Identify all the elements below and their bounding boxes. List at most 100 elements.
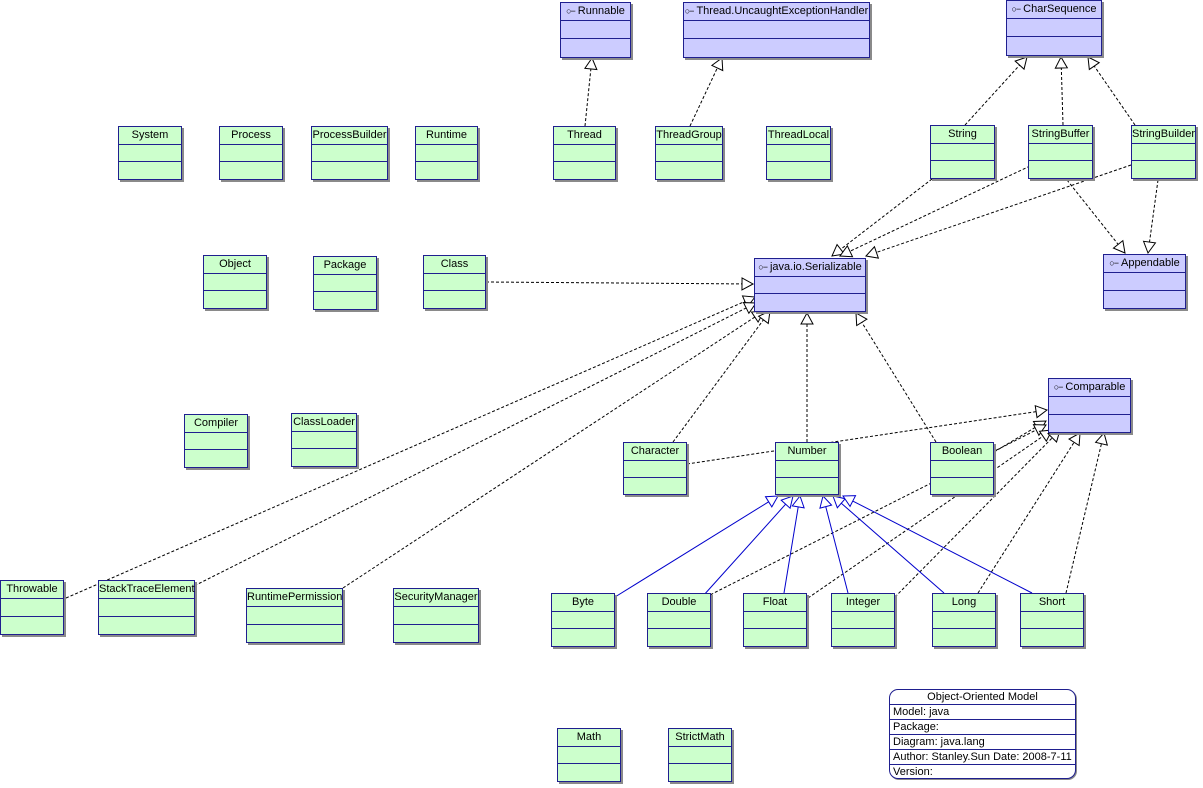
node-name: SecurityManager (394, 589, 478, 607)
attributes-compartment (99, 599, 194, 617)
class-box-threadlocal: ThreadLocal (766, 126, 831, 180)
node-name: ProcessBuilder (312, 127, 387, 145)
edge-line (852, 500, 1033, 594)
edge-generalization-float-to-number (783, 494, 805, 594)
node-name: Compiler (185, 415, 247, 433)
edge-arrowhead (764, 495, 779, 508)
attributes-compartment (1104, 273, 1185, 291)
edge-realization-stringbuffer-to-appendable (1066, 179, 1126, 254)
edge-line (584, 68, 592, 127)
class-box-string: String (930, 125, 995, 179)
class-box-runtime: Runtime (415, 126, 478, 180)
attributes-compartment (624, 461, 686, 478)
edge-realization-stringbuffer-to-serializable (839, 165, 1031, 258)
attributes-compartment (558, 747, 620, 764)
class-box-stacktrace: StackTraceElement (98, 580, 195, 635)
edge-arrowhead (1112, 239, 1126, 254)
edge-arrowhead (741, 277, 755, 291)
class-box-number: Number (775, 442, 839, 495)
attributes-compartment (1132, 144, 1195, 161)
edge-line (849, 165, 1031, 252)
edge-arrowhead (1014, 56, 1028, 71)
node-label: Byte (571, 596, 594, 608)
edge-realization-stringbuffer-to-charseq (1054, 55, 1069, 126)
edge-realization-stringbuilder-to-appendable (1142, 179, 1159, 255)
node-name: ○−Appendable (1104, 255, 1185, 273)
lollipop-icon: ○− (758, 262, 768, 272)
edge-arrowhead (1032, 424, 1047, 437)
edge-generalization-double-to-number (702, 495, 794, 597)
edge-arrowhead (757, 310, 771, 325)
node-label: Integer (845, 596, 881, 608)
interface-box-serializable: ○−java.io.Serializable (754, 258, 866, 312)
attributes-compartment (776, 461, 838, 478)
edge-arrowhead (832, 495, 847, 509)
attributes-compartment (394, 607, 478, 625)
node-name: Class (424, 256, 485, 274)
operations-compartment (755, 294, 865, 311)
node-name: Short (1021, 594, 1083, 612)
attributes-compartment (220, 145, 282, 162)
node-label: Thread (567, 129, 602, 141)
operations-compartment (119, 162, 181, 179)
edge-realization-string-to-charseq (964, 56, 1028, 126)
class-box-boolean: Boolean (930, 442, 994, 495)
node-name: ○−Runnable (561, 3, 630, 21)
edge-realization-class-to-serializable (485, 277, 755, 291)
node-label: SecurityManager (394, 591, 478, 603)
operations-compartment (424, 291, 485, 308)
class-box-securitymgr: SecurityManager (393, 588, 479, 643)
edge-arrowhead (831, 243, 846, 257)
edge-realization-number-to-serializable (800, 311, 814, 442)
operations-compartment (292, 449, 356, 466)
node-name: ThreadGroup (656, 127, 722, 145)
operations-compartment (933, 629, 995, 646)
attributes-compartment (1, 599, 63, 617)
attributes-compartment (755, 277, 865, 294)
edge-realization-stringbuilder-to-serializable (865, 164, 1132, 259)
attributes-compartment (204, 274, 266, 291)
operations-compartment (220, 162, 282, 179)
edge-line (702, 503, 787, 597)
class-box-object: Object (203, 255, 267, 309)
edge-line (1060, 67, 1064, 126)
edge-arrowhead (855, 312, 868, 327)
interface-box-appendable: ○−Appendable (1103, 254, 1186, 309)
attributes-compartment (767, 145, 830, 162)
class-box-thread: Thread (553, 126, 616, 180)
operations-compartment (767, 162, 830, 179)
node-name: Object (204, 256, 266, 274)
class-box-float: Float (743, 593, 807, 647)
operations-compartment (776, 478, 838, 494)
edge-line (485, 281, 743, 285)
edge-generalization-byte-to-number (614, 495, 779, 598)
edge-arrowhead (741, 295, 756, 308)
interface-box-comparable: ○−Comparable (1048, 378, 1131, 433)
attributes-compartment (247, 607, 342, 625)
edge-line (1066, 179, 1119, 245)
attributes-compartment (933, 612, 995, 629)
edge-line (861, 322, 937, 443)
operations-compartment (1007, 37, 1101, 55)
edge-realization-string-to-serializable (831, 178, 933, 257)
attributes-compartment (931, 461, 993, 478)
node-label: Package (323, 259, 367, 271)
operations-compartment (1021, 629, 1083, 646)
edge-realization-character-to-serializable (672, 310, 771, 443)
class-box-threadgroup: ThreadGroup (655, 126, 723, 180)
attributes-compartment (832, 612, 894, 629)
node-label: Comparable (1065, 381, 1126, 393)
edge-arrowhead (710, 57, 724, 72)
operations-compartment (684, 39, 869, 57)
class-box-classloader: ClassLoader (291, 413, 357, 467)
edge-line (1148, 179, 1159, 243)
interface-box-runnable: ○−Runnable (560, 2, 631, 58)
model-info-row: Package: (890, 720, 1075, 735)
operations-compartment (247, 625, 342, 642)
operations-compartment (99, 617, 194, 634)
class-box-long: Long (932, 593, 996, 647)
node-label: RuntimePermission (247, 591, 343, 603)
edge-arrowhead (584, 56, 598, 71)
node-name: StackTraceElement (99, 581, 195, 599)
lollipop-icon: ○− (684, 6, 695, 16)
